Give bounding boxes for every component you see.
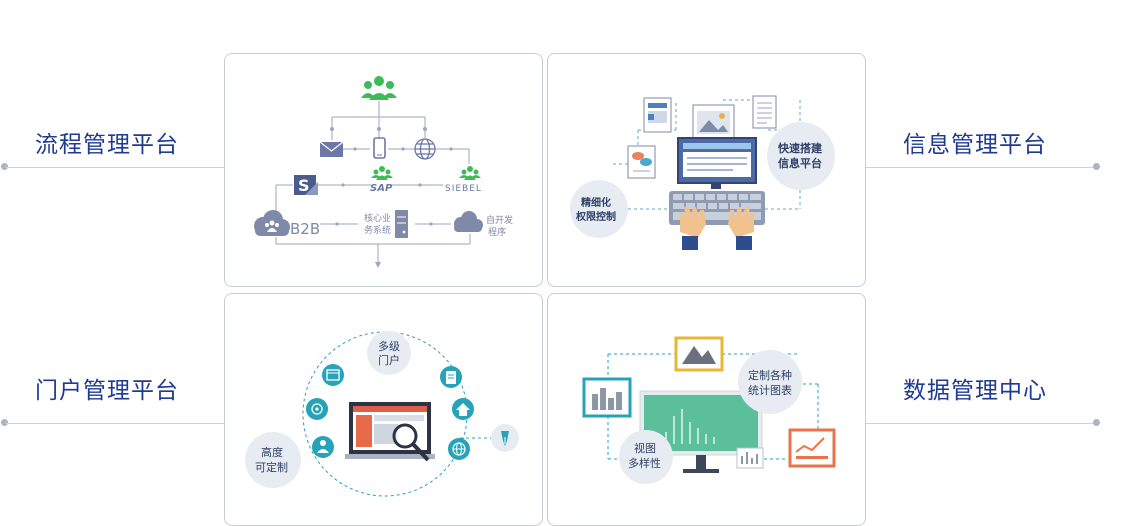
portal-platform-label: 门户管理平台 (35, 378, 179, 404)
custom-cloud-icon (454, 211, 483, 232)
globe-icon (414, 138, 436, 160)
fine-control-line1: 精细化 (581, 196, 611, 209)
magnifier-icon (392, 423, 430, 462)
view-variety-bubble (619, 430, 673, 484)
left-top-dot (1, 163, 8, 170)
left-bottom-dot (1, 419, 8, 426)
portal-panel: 多级 门户 高度 可定制 (224, 293, 543, 526)
home-icon (452, 398, 474, 420)
monitor-icon (677, 137, 757, 189)
group-icon (361, 76, 397, 100)
stats-chart-line2: 统计图表 (748, 383, 792, 397)
pen-icon (491, 424, 519, 452)
customizable-line1: 高度 (261, 445, 283, 459)
laptop-icon (345, 402, 435, 459)
chat-doc-icon (627, 145, 656, 179)
process-platform-label: 流程管理平台 (35, 132, 179, 158)
right-bottom-dot (1093, 419, 1100, 426)
customizable-bubble (245, 432, 301, 488)
sap-group-icon (371, 166, 393, 180)
data-center-label: 数据管理中心 (903, 378, 1047, 404)
document-icon (440, 366, 462, 388)
image-window-icon (692, 104, 735, 139)
s-logo-icon: S (294, 175, 318, 195)
line-chart-icon (788, 428, 836, 468)
globe-icon (448, 438, 470, 460)
fast-build-line2: 信息平台 (778, 156, 822, 170)
process-panel: S SAP SIEBEL B2B 核心业 务系统 (224, 53, 543, 287)
server-icon (395, 210, 408, 238)
multi-portal-bubble (367, 331, 411, 375)
left-top-line (5, 167, 225, 168)
target-icon (306, 398, 328, 420)
user-icon (312, 436, 334, 458)
right-top-line (866, 167, 1096, 168)
hands-icon (680, 206, 754, 250)
customizable-line2: 可定制 (255, 460, 288, 474)
core-system-label-line2: 务系统 (364, 224, 391, 236)
fine-control-bubble (570, 180, 628, 238)
right-top-dot (1093, 163, 1100, 170)
multi-portal-line2: 门户 (378, 353, 400, 367)
fast-build-bubble (767, 122, 835, 190)
svg-text:S: S (298, 176, 310, 195)
document-icon (643, 97, 672, 133)
multi-portal-line1: 多级 (378, 339, 400, 353)
mountain-chart-icon (674, 336, 724, 372)
data-panel: 定制各种 统计图表 视图 多样性 (547, 293, 866, 526)
fine-control-line2: 权限控制 (575, 210, 616, 223)
stats-chart-bubble (738, 350, 802, 414)
custom-program-label-line2: 程序 (488, 226, 506, 238)
b2b-label: B2B (290, 220, 320, 238)
info-platform-label: 信息管理平台 (903, 132, 1047, 158)
mail-icon (319, 141, 344, 157)
calendar-icon (322, 364, 344, 386)
right-bottom-line (866, 423, 1096, 424)
bar-chart-icon (582, 377, 632, 418)
siebel-group-icon (459, 166, 481, 180)
left-bottom-line (5, 423, 225, 424)
custom-program-label-line1: 自开发 (486, 214, 513, 226)
sap-label: SAP (370, 183, 393, 194)
view-variety-line1: 视图 (634, 441, 656, 455)
view-variety-line2: 多样性 (628, 456, 661, 470)
phone-icon (373, 137, 386, 159)
core-system-label-line1: 核心业 (364, 212, 391, 224)
mini-chart-icon (736, 447, 764, 469)
page-icon (752, 95, 777, 129)
info-panel: 快速搭建 信息平台 精细化 权限控制 (547, 53, 866, 287)
fast-build-line1: 快速搭建 (777, 141, 823, 155)
siebel-label: SIEBEL (445, 184, 482, 194)
stats-chart-line1: 定制各种 (748, 368, 792, 382)
